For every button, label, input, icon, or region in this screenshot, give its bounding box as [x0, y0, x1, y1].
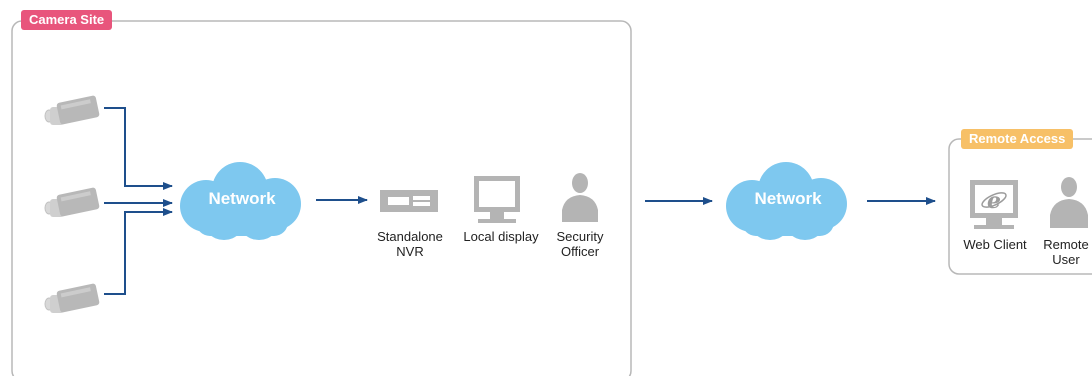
- svg-text:e: e: [987, 188, 1001, 214]
- wan-network-cloud-icon: [726, 162, 847, 240]
- camera-site-frame: [11, 20, 632, 376]
- security-officer-icon: [562, 173, 598, 222]
- local-display-label: Local display: [463, 229, 539, 244]
- remote-access-title: Remote Access: [961, 129, 1074, 149]
- officer-label-line-2: Officer: [560, 244, 600, 259]
- camera-icon: [44, 95, 100, 125]
- wan-network-label: Network: [754, 189, 822, 208]
- nvr-label-line-2: NVR: [396, 244, 424, 259]
- remote-user-label-line-2: User: [1052, 252, 1080, 267]
- remote-user-icon: [1050, 177, 1088, 228]
- security-officer-label: Security Officer: [548, 229, 612, 259]
- nvr-icon: [380, 190, 438, 212]
- local-display-icon: [474, 176, 520, 223]
- local-network-cloud-icon: [180, 162, 301, 240]
- web-client-icon: e: [970, 180, 1018, 229]
- nvr-label: Standalone NVR: [366, 229, 454, 259]
- nvr-label-line-1: Standalone: [377, 229, 443, 244]
- camera-icon: [44, 187, 100, 217]
- web-client-label: Web Client: [963, 237, 1027, 252]
- camera-site-title: Camera Site: [21, 10, 113, 30]
- camera-connectors: [104, 107, 173, 295]
- remote-user-label-line-1: Remote: [1043, 237, 1089, 252]
- camera-icon: [44, 283, 100, 313]
- local-network-label: Network: [208, 189, 276, 208]
- remote-user-label: Remote User: [1040, 237, 1092, 267]
- officer-label-line-1: Security: [556, 229, 604, 244]
